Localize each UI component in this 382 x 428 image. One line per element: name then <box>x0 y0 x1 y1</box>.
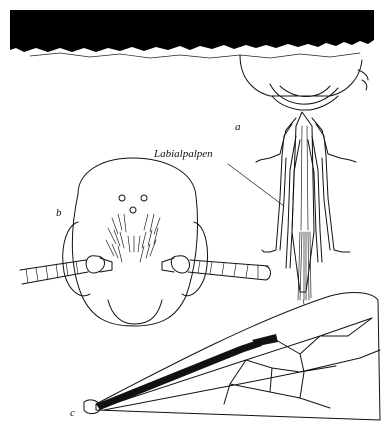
costal-vein <box>96 340 262 410</box>
panel-b-drawing <box>20 158 271 326</box>
panel-a-drawing <box>240 55 368 304</box>
panel-label-c: c <box>70 408 75 419</box>
annotation-leader-line <box>228 164 284 206</box>
annotation-labialpalpen: Labialpalpen <box>154 149 213 160</box>
panel-c-drawing <box>84 293 380 420</box>
redaction-bar <box>10 10 374 52</box>
panel-label-a: a <box>235 122 241 133</box>
panel-label-b: b <box>56 208 62 219</box>
redaction-fringe <box>30 53 360 58</box>
